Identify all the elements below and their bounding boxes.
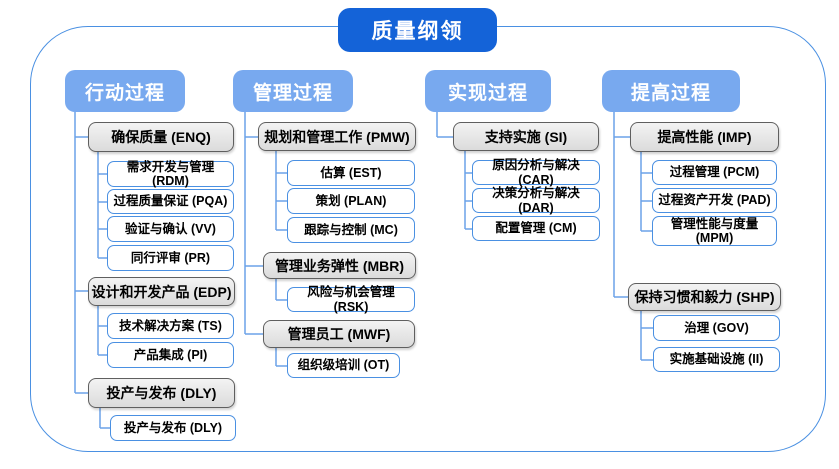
- group-dly: 投产与发布 (DLY): [88, 378, 235, 408]
- group-si: 支持实施 (SI): [453, 122, 599, 151]
- column-header-management-process: 管理过程: [233, 70, 353, 112]
- leaf-ts: 技术解决方案 (TS): [107, 313, 234, 339]
- leaf-rdm: 需求开发与管理 (RDM): [107, 160, 234, 188]
- leaf-pad: 过程资产开发 (PAD): [652, 188, 777, 213]
- column-header-action-process: 行动过程: [65, 70, 185, 112]
- group-mwf: 管理员工 (MWF): [263, 320, 415, 348]
- leaf-est: 估算 (EST): [287, 160, 415, 186]
- leaf-ii: 实施基础设施 (II): [653, 347, 780, 372]
- group-mbr: 管理业务弹性 (MBR): [263, 252, 416, 279]
- group-imp: 提高性能 (IMP): [630, 122, 779, 152]
- leaf-gov: 治理 (GOV): [653, 315, 780, 341]
- leaf-ot: 组织级培训 (OT): [287, 353, 400, 378]
- leaf-mpm: 管理性能与度量 (MPM): [652, 216, 777, 246]
- leaf-dar: 决策分析与解决 (DAR): [472, 186, 600, 215]
- leaf-pi: 产品集成 (PI): [107, 342, 234, 368]
- leaf-pcm: 过程管理 (PCM): [652, 160, 777, 185]
- leaf-dly: 投产与发布 (DLY): [110, 415, 236, 441]
- leaf-vv: 验证与确认 (VV): [107, 216, 234, 242]
- leaf-car: 原因分析与解决 (CAR): [472, 158, 600, 187]
- group-edp: 设计和开发产品 (EDP): [88, 277, 235, 306]
- leaf-rsk: 风险与机会管理 (RSK): [287, 285, 415, 314]
- column-header-improvement-process: 提高过程: [602, 70, 740, 112]
- group-enq: 确保质量 (ENQ): [88, 122, 234, 152]
- leaf-cm: 配置管理 (CM): [472, 216, 600, 241]
- leaf-pqa: 过程质量保证 (PQA): [107, 189, 234, 214]
- leaf-plan: 策划 (PLAN): [287, 188, 415, 214]
- leaf-pr: 同行评审 (PR): [107, 245, 234, 271]
- group-pmw: 规划和管理工作 (PMW): [258, 122, 416, 151]
- column-header-implementation-process: 实现过程: [425, 70, 551, 112]
- diagram-title: 质量纲领: [338, 8, 497, 52]
- leaf-mc: 跟踪与控制 (MC): [287, 217, 415, 243]
- group-shp: 保持习惯和毅力 (SHP): [628, 283, 781, 311]
